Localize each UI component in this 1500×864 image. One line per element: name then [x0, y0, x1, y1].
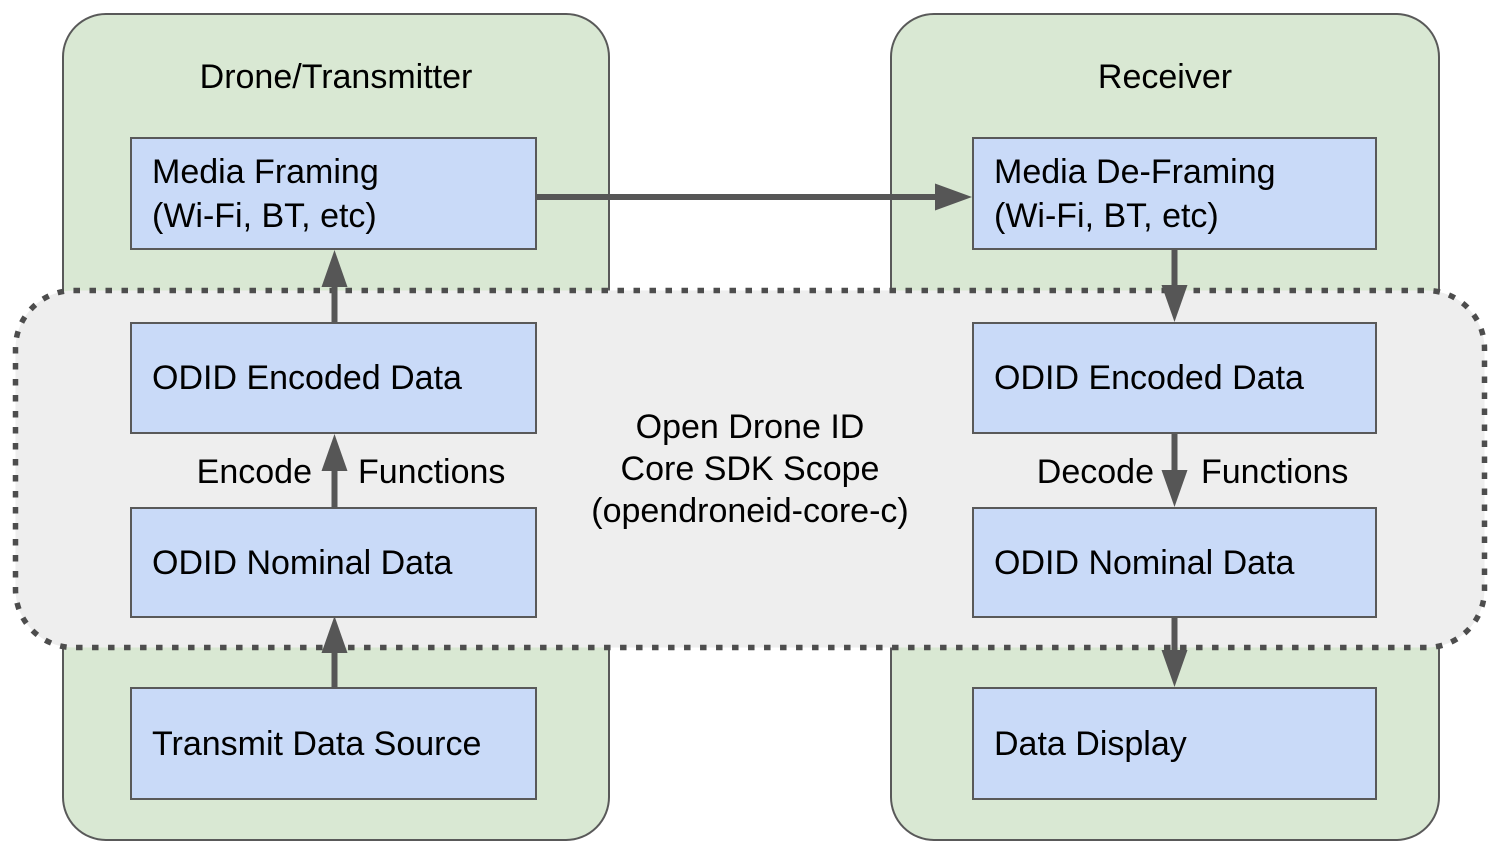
receiver-group-title: Receiver — [1097, 58, 1233, 96]
receiver-nominal-data-box: ODID Nominal Data — [972, 507, 1377, 618]
transmitter-group-title: Drone/Transmitter — [199, 58, 473, 96]
receiver-encoded-data-box: ODID Encoded Data — [972, 322, 1377, 434]
transmitter-data-source-box: Transmit Data Source — [130, 687, 537, 800]
transmitter-encoded-data-box: ODID Encoded Data — [130, 322, 537, 434]
receiver-data-display-box: Data Display — [972, 687, 1377, 800]
decode-label: Decode — [1036, 453, 1154, 491]
encode-functions-label: Functions — [358, 453, 506, 491]
transmitter-nominal-data-box: ODID Nominal Data — [130, 507, 537, 618]
receiver-media-deframing-box: Media De-Framing (Wi-Fi, BT, etc) — [972, 137, 1377, 250]
encode-label: Encode — [196, 453, 312, 491]
decode-functions-label: Functions — [1201, 453, 1349, 491]
transmitter-media-framing-box: Media Framing (Wi-Fi, BT, etc) — [130, 137, 537, 250]
